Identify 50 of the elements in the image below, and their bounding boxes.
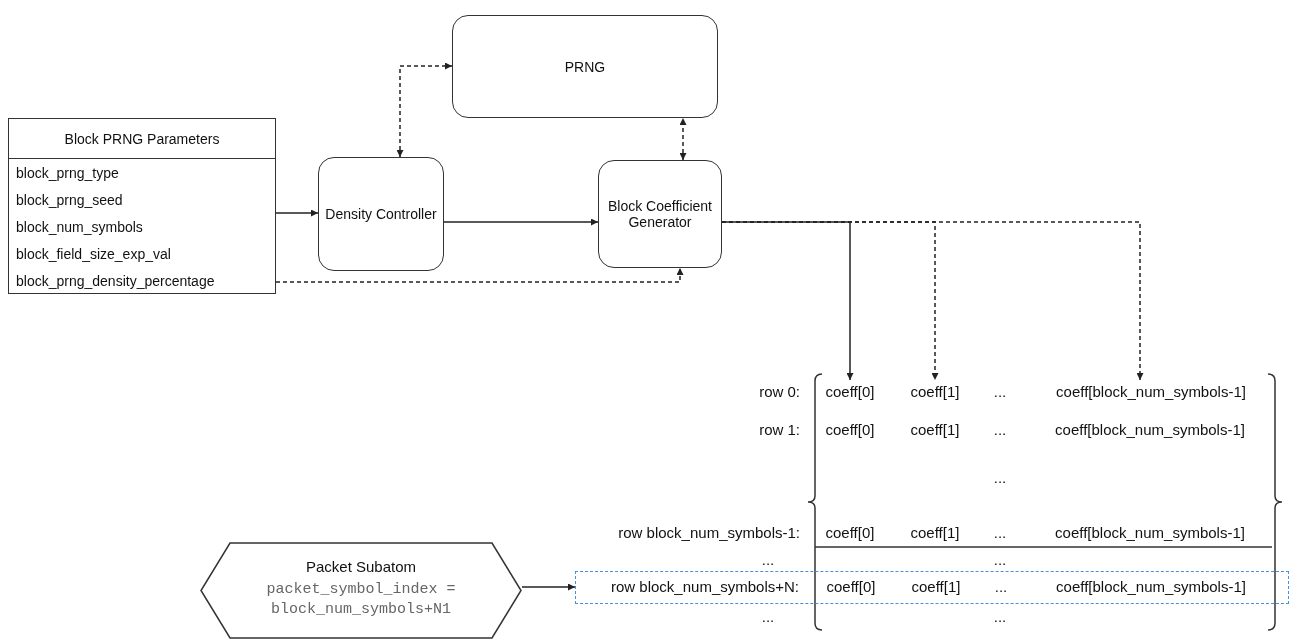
parameter-name: block_num_symbols — [9, 213, 277, 240]
ellipsis: ... — [994, 578, 1008, 596]
parameter-name: block_field_size_exp_val — [9, 240, 277, 267]
process-box — [452, 15, 718, 118]
coefficient-entry: coeff[block_num_symbols-1] — [1055, 524, 1245, 542]
highlighted-row-box — [575, 571, 1289, 604]
coefficient-entry: coeff[0] — [825, 524, 875, 542]
row-label: row 0: — [759, 383, 800, 401]
ellipsis: ... — [993, 469, 1007, 487]
ellipsis: ... — [993, 551, 1007, 569]
coefficient-entry: coeff[1] — [910, 421, 960, 439]
coefficient-entry: coeff[0] — [826, 578, 876, 596]
box-label: Density Controller — [325, 206, 437, 222]
arrow — [275, 267, 684, 283]
arrow — [679, 117, 687, 161]
coefficient-entry: coeff[1] — [910, 524, 960, 542]
ellipsis: ... — [761, 608, 775, 626]
coefficient-entry: coeff[block_num_symbols-1] — [1056, 578, 1246, 596]
process-box — [598, 160, 722, 268]
hexagon-node — [200, 542, 522, 639]
ellipsis: ... — [993, 383, 1007, 401]
arrow — [721, 221, 1144, 381]
coefficient-entry: coeff[1] — [911, 578, 961, 596]
ellipsis: ... — [993, 524, 1007, 542]
row-label: row block_num_symbols-1: — [618, 524, 800, 542]
ellipsis: ... — [993, 608, 1007, 626]
parameter-name: block_prng_density_percentage — [9, 267, 277, 294]
box-label: Block Coefficient Generator — [607, 198, 713, 230]
process-box — [318, 157, 444, 271]
ellipsis: ... — [761, 551, 775, 569]
arrow — [275, 209, 319, 217]
parameter-name: block_prng_seed — [9, 186, 277, 213]
matrix-bracket — [808, 373, 1282, 631]
code-text: packet_symbol_index = block_num_symbols+N1 — [265, 580, 457, 620]
coefficient-entry: coeff[block_num_symbols-1] — [1055, 421, 1245, 439]
coefficient-entry: coeff[block_num_symbols-1] — [1030, 380, 1272, 402]
coefficient-entry: coeff[0] — [825, 421, 875, 439]
row-label: row block_num_symbols+N: — [611, 578, 799, 596]
arrow — [396, 62, 453, 158]
arrow — [443, 218, 599, 226]
parameter-name: block_prng_type — [9, 159, 277, 186]
arrow — [521, 583, 576, 591]
table-header: Block PRNG Parameters — [9, 119, 275, 159]
ellipsis: ... — [993, 421, 1007, 439]
parameter-table — [8, 118, 276, 294]
box-label: PRNG — [564, 58, 606, 75]
coefficient-entry: coeff[0] — [822, 380, 878, 402]
row-label: row 1: — [759, 421, 800, 439]
node-title: Packet Subatom — [304, 558, 418, 575]
coefficient-entry: coeff[1] — [907, 380, 963, 402]
